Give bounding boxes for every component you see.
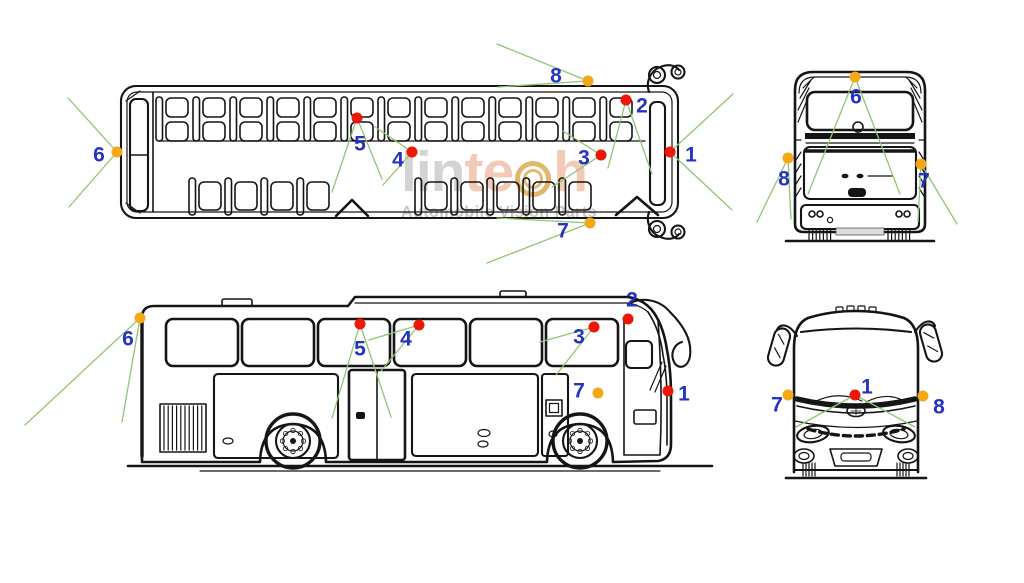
side-wheels	[264, 412, 609, 470]
camera-number-top-2: 2	[636, 95, 648, 118]
bus-rear-view	[784, 70, 936, 243]
side-windows	[164, 317, 620, 368]
camera-dot-top-1	[664, 146, 676, 158]
sight-line-top-4	[374, 126, 413, 153]
sight-line-top-3	[356, 117, 383, 180]
sight-line-side-23	[121, 317, 141, 423]
position-markers: 6 5 4 3 2 1 8 7 6 8 7 6 5 4 3 2 1 7 1 7 8	[93, 65, 945, 419]
camera-dot-side-7	[592, 387, 604, 399]
camera-dot-front-8	[917, 390, 929, 402]
sight-line-side-24	[331, 323, 361, 419]
sight-line-top-8	[607, 99, 627, 169]
sight-line-top-7	[551, 154, 602, 188]
camera-dot-rear-8	[782, 152, 794, 164]
sight-line-top-12	[496, 43, 589, 82]
sight-line-side-27	[380, 324, 420, 372]
camera-number-side-3: 3	[573, 326, 585, 349]
side-mirror-icon	[626, 298, 692, 368]
luggage-bays	[159, 368, 570, 462]
camera-number-side-1: 1	[678, 383, 690, 406]
sight-line-rear-21	[917, 163, 922, 223]
camera-dot-top-3	[595, 149, 607, 161]
sight-line-side-29	[555, 326, 595, 376]
front-wheel-marks	[802, 462, 910, 477]
camera-dot-top-8	[582, 75, 594, 87]
camera-number-front-8: 8	[933, 396, 945, 419]
camera-dot-side-6	[134, 312, 146, 324]
camera-number-side-7: 7	[573, 380, 585, 403]
camera-number-top-7: 7	[557, 220, 569, 243]
front-mirror-left	[766, 324, 799, 367]
camera-number-rear-6: 6	[850, 86, 862, 109]
camera-number-top-3: 3	[578, 147, 590, 170]
camera-number-side-2: 2	[626, 289, 638, 312]
camera-dot-side-1	[662, 385, 674, 397]
sight-line-top-2	[331, 117, 358, 193]
camera-number-side-6: 6	[122, 328, 134, 351]
sight-line-side-26	[368, 324, 420, 341]
bus-front-view	[766, 305, 944, 480]
sight-line-rear-17	[854, 76, 901, 195]
camera-number-top-8: 8	[550, 65, 562, 88]
camera-number-side-5: 5	[354, 338, 366, 361]
sight-line-top-9	[625, 99, 653, 175]
sight-line-side-22	[24, 317, 141, 426]
headlight-right	[882, 424, 916, 444]
camera-number-rear-8: 8	[778, 168, 790, 191]
camera-dot-rear-6	[849, 71, 861, 83]
camera-dot-top-5	[351, 112, 363, 124]
sight-line-rear-20	[920, 163, 958, 225]
camera-number-rear-7: 7	[918, 170, 930, 193]
sight-line-top-1	[68, 151, 118, 208]
sight-line-rear-18	[756, 157, 789, 223]
rear-emblem-icon	[852, 121, 864, 133]
headlight-left	[796, 424, 830, 444]
sight-line-top-6	[562, 130, 602, 156]
sight-line-top-15	[486, 222, 591, 264]
camera-number-top-6: 6	[93, 144, 105, 167]
camera-number-top-5: 5	[354, 133, 366, 156]
camera-number-top-1: 1	[685, 144, 697, 167]
camera-dot-top-2	[620, 94, 632, 106]
camera-dot-side-2	[622, 313, 634, 325]
camera-dot-rear-7	[915, 158, 927, 170]
camera-dot-side-4	[413, 319, 425, 331]
sight-line-top-11	[669, 151, 733, 211]
camera-dot-side-5	[354, 318, 366, 330]
camera-dot-top-7	[584, 217, 596, 229]
camera-dot-front-7	[782, 389, 794, 401]
sight-line-top-0	[67, 97, 118, 153]
camera-number-top-4: 4	[392, 149, 404, 172]
roof-marker-lights	[835, 305, 877, 313]
sight-line-side-25	[359, 323, 392, 418]
camera-dot-front-1	[849, 389, 861, 401]
top-view-mirror-icons	[646, 64, 686, 240]
sight-line-rear-19	[787, 157, 792, 220]
camera-sight-lines	[24, 43, 958, 428]
passenger-seats	[155, 96, 633, 216]
sight-line-top-14	[496, 217, 591, 224]
bus-side-view	[126, 290, 714, 472]
camera-dot-top-4	[406, 146, 418, 158]
rear-wheel-marks	[808, 228, 911, 241]
camera-number-side-4: 4	[400, 328, 412, 351]
camera-number-front-1: 1	[861, 376, 873, 399]
camera-number-front-7: 7	[771, 394, 783, 417]
front-emblem-icon	[846, 404, 866, 418]
watermark-brand-part2: te	[464, 140, 515, 204]
front-mirror-right	[913, 320, 944, 363]
sight-line-top-5	[382, 151, 413, 186]
sight-line-top-13	[497, 80, 589, 88]
sight-line-front-31	[854, 394, 916, 428]
camera-dot-top-6	[111, 146, 123, 158]
sight-line-top-10	[669, 93, 734, 153]
sight-line-side-28	[539, 326, 595, 343]
camera-dot-side-3	[588, 321, 600, 333]
sight-line-rear-16	[807, 76, 856, 195]
sight-line-front-30	[795, 394, 856, 428]
